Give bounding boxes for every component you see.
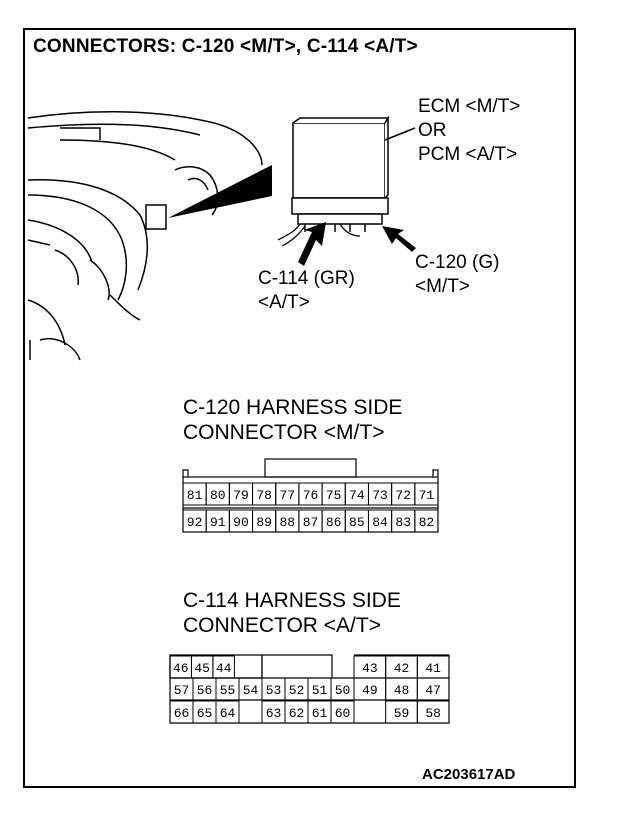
ecm-label-line2: OR [418, 120, 447, 141]
c114-pin-58-cell [416, 700, 450, 724]
c114-pin-41: 41 [425, 661, 441, 676]
c120-pin-77: 77 [280, 488, 296, 503]
c114-pin-65: 65 [197, 706, 213, 721]
c114-callout-line1: C-114 (GR) [258, 268, 355, 289]
c114-pin-64: 64 [220, 706, 236, 721]
c120-pin-88: 88 [280, 515, 296, 530]
c120-pin-75: 75 [326, 488, 342, 503]
ecm-leader-line [384, 127, 416, 141]
c120-pin-91: 91 [210, 515, 226, 530]
c114-pin-54: 54 [243, 683, 259, 698]
c114-pin-49: 49 [362, 683, 378, 698]
c120-pin-86: 86 [326, 515, 342, 530]
c114-pin-57: 57 [174, 683, 190, 698]
c114-pin-51: 51 [312, 683, 328, 698]
location-wedge [168, 165, 272, 218]
c120-arrow [382, 226, 416, 252]
c114-pin-56: 56 [197, 683, 213, 698]
harness-wires [277, 223, 361, 247]
c120-pin-80: 80 [210, 488, 226, 503]
c114-heading-line2: CONNECTOR <A/T> [183, 614, 381, 637]
c120-pin-83: 83 [395, 515, 411, 530]
c120-pin-87: 87 [303, 515, 319, 530]
c114-pin-46: 46 [173, 661, 189, 676]
c114-pin-48: 48 [394, 683, 410, 698]
figure-code: AC203617AD [422, 766, 516, 783]
c120-pin-79: 79 [233, 488, 249, 503]
c120-pin-73: 73 [372, 488, 388, 503]
c114-pin-63: 63 [266, 706, 282, 721]
c114-pin-58: 58 [425, 706, 441, 721]
c120-pin-76: 76 [303, 488, 319, 503]
c120-pin-71-cell [414, 482, 439, 506]
c120-pin-89: 89 [256, 515, 272, 530]
c120-callout-line1: C-120 (G) [415, 252, 500, 273]
ecm-label-line1: ECM <M/T> [418, 96, 521, 117]
c120-pin-74: 74 [349, 488, 365, 503]
c114-pin-53: 53 [266, 683, 282, 698]
c114-pin-60: 60 [335, 706, 351, 721]
c114-callout-line2: <A/T> [258, 292, 310, 313]
c114-pin-52: 52 [289, 683, 305, 698]
dashboard-illustration [27, 111, 263, 361]
c114-heading-line1: C-114 HARNESS SIDE [183, 589, 401, 612]
c114-pin-42: 42 [394, 661, 410, 676]
c114-pin-grid: 46 45 44 43 42 41 57 56 55 54 53 52 51 50 49 48 47 66 65 64… [169, 655, 450, 724]
c114-pin-45: 45 [194, 661, 210, 676]
c114-pin-59: 59 [394, 706, 410, 721]
c120-pin-84: 84 [372, 515, 388, 530]
c114-pin-55: 55 [220, 683, 236, 698]
c114-pin-47-cell [416, 677, 450, 701]
c120-pin-71: 71 [419, 488, 435, 503]
c114-pin-43: 43 [362, 661, 378, 676]
c114-pin-47: 47 [425, 683, 441, 698]
figure-frame [23, 28, 576, 788]
c120-pin-85: 85 [349, 515, 365, 530]
c120-callout-line2: <M/T> [415, 276, 470, 297]
c120-pin-72: 72 [395, 488, 411, 503]
ecm-unit [291, 115, 390, 232]
figure-title: CONNECTORS: C-120 <M/T>, C-114 <A/T> [33, 36, 418, 57]
c114-pin-66: 66 [174, 706, 190, 721]
c120-pin-92: 92 [187, 515, 203, 530]
ecm-label-line3: PCM <A/T> [418, 144, 518, 165]
c120-pin-90: 90 [233, 515, 249, 530]
c114-pin-60-cell [330, 700, 355, 724]
c120-pin-82: 82 [419, 515, 435, 530]
c120-heading-line1: C-120 HARNESS SIDE [183, 396, 403, 419]
c114-pin-61: 61 [312, 706, 328, 721]
c120-pin-grid: 81 80 79 78 77 76 75 74 73 72 71 92 91 90 89 88 87 86 85 84… [182, 482, 439, 533]
c120-heading-line2: CONNECTOR <M/T> [183, 421, 385, 444]
c114-pin-44: 44 [216, 661, 232, 676]
c114-pin-64-cell [215, 700, 240, 724]
c114-arrow [298, 222, 326, 266]
c114-pin-50: 50 [335, 683, 351, 698]
c120-pin-82-cell [414, 509, 439, 533]
c120-pin-81: 81 [187, 488, 203, 503]
c114-pin-62: 62 [289, 706, 305, 721]
c120-pin-78: 78 [256, 488, 272, 503]
